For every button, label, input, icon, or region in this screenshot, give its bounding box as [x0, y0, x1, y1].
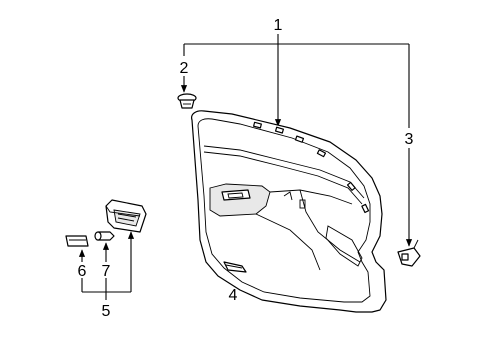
push-clip [177, 93, 197, 109]
small-trim-piece [223, 261, 247, 273]
callout-4: 4 [229, 287, 238, 304]
callout-2: 2 [180, 60, 189, 77]
callout-1: 1 [274, 17, 283, 34]
lamp-assembly [105, 199, 147, 233]
callout-5: 5 [102, 303, 111, 320]
bracket-clip [397, 239, 421, 267]
leader-lines [78, 34, 413, 300]
lamp-lens [65, 235, 89, 247]
liftgate-trim-panel [191, 110, 387, 313]
callout-3: 3 [405, 131, 414, 148]
callout-6: 6 [78, 263, 87, 280]
callout-7: 7 [102, 263, 111, 280]
lamp-bulb [94, 231, 115, 241]
